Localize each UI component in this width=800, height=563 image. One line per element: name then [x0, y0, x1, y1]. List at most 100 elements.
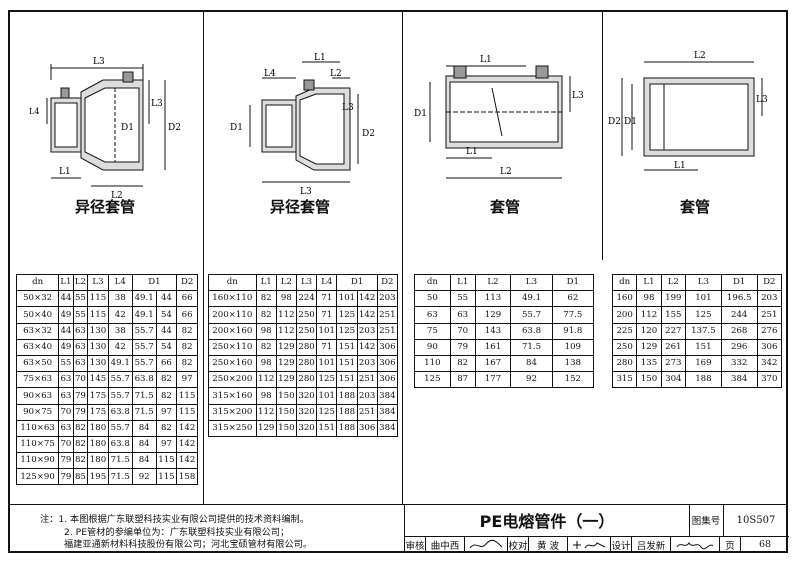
table-cell: 152 — [551, 371, 595, 389]
table-cell: 75 — [414, 322, 451, 340]
table-cell: 44 — [155, 290, 178, 308]
table-cell: 112 — [275, 306, 297, 324]
table-cell: 71 — [316, 290, 338, 308]
table-cell: 315×200 — [208, 403, 257, 421]
table-cell: 250×110 — [208, 338, 257, 356]
table-cell: 101 — [316, 322, 338, 340]
col-header: L1 — [636, 273, 662, 292]
table-cell: 200×160 — [208, 322, 257, 340]
table-cell: 200 — [611, 306, 638, 324]
table-cell: 75×63 — [15, 371, 60, 389]
table-cell: 155 — [660, 306, 686, 324]
table-cell: 63.8 — [510, 322, 553, 340]
table-cell: 304 — [660, 371, 686, 389]
table-cell: 101 — [336, 290, 358, 308]
caption-coupler-2: 套管 — [679, 198, 710, 216]
dim-label-d2: D2 — [608, 117, 621, 127]
table-cell: 90×75 — [15, 403, 60, 421]
page-label: 页 — [720, 536, 741, 553]
table-cell: 125 — [316, 371, 338, 389]
table-cell: 113 — [474, 290, 512, 308]
notes-label: 注： — [40, 514, 59, 525]
table-cell: 280 — [295, 338, 318, 356]
caption-reducer-2: 异径套管 — [269, 198, 330, 216]
col-header: L3 — [510, 273, 553, 292]
table-cell: 55.7 — [131, 338, 157, 356]
table-cell: 49.1 — [107, 354, 133, 373]
table-cell: 71 — [316, 338, 338, 356]
table-cell: 44 — [58, 290, 74, 308]
table-cell: 79 — [72, 387, 89, 405]
column-divider — [602, 10, 603, 260]
table-cell: 101 — [684, 290, 722, 308]
table-cell: 167 — [474, 354, 512, 373]
table-cell: 91.8 — [551, 322, 595, 340]
table-cell: 115 — [87, 306, 109, 324]
col-header: D1 — [336, 273, 378, 292]
table-cell: 306 — [756, 338, 783, 356]
table-cell: 251 — [356, 371, 378, 389]
table-cell: 110×75 — [15, 435, 60, 454]
table-cell: 251 — [376, 322, 399, 340]
table-cell: 150 — [275, 403, 297, 421]
table-cell: 63×50 — [15, 354, 60, 373]
table-cell: 151 — [336, 371, 358, 389]
table-cell: 306 — [376, 371, 399, 389]
table-cell: 71.5 — [107, 468, 133, 486]
table-cell: 125 — [684, 306, 722, 324]
table-cell: 280 — [295, 354, 318, 373]
table-cell: 315×250 — [208, 419, 257, 437]
table-cell: 63 — [72, 338, 89, 356]
col-header: D1 — [551, 273, 595, 292]
table-cell: 125 — [414, 371, 451, 389]
table-cell: 195 — [87, 468, 109, 486]
table-cell: 203 — [356, 354, 378, 373]
table-cell: 70 — [58, 435, 74, 454]
table-cell: 315×160 — [208, 387, 257, 405]
table-cell: 90×63 — [15, 387, 60, 405]
col-header: L3 — [295, 273, 318, 292]
dim-label-d1: D1 — [414, 109, 427, 119]
table-cell: 82 — [255, 290, 277, 308]
col-header: L2 — [474, 273, 512, 292]
table-cell: 200×110 — [208, 306, 257, 324]
atlas-label: 图集号 — [689, 504, 724, 537]
table-cell: 109 — [551, 338, 595, 356]
col-header: L3 — [684, 273, 722, 292]
col-header: dn — [15, 273, 60, 292]
dim-label-l2: L2 — [694, 51, 706, 61]
table-header: dn L1 L2 L3 L4 D1 D2 — [15, 273, 198, 292]
table-cell: 268 — [720, 322, 758, 340]
table-cell: 142 — [176, 419, 198, 437]
table-cell: 84 — [131, 435, 157, 454]
note-line-2: 2. PE管材的参编单位为：广东联塑科技实业有限公司； — [64, 526, 290, 538]
col-header: D2 — [176, 273, 198, 292]
table-cell: 97 — [176, 371, 198, 389]
table-cell: 180 — [87, 419, 109, 437]
table-cell: 158 — [176, 468, 198, 486]
table-cell: 115 — [87, 290, 109, 308]
designer-name: 吕发新 — [632, 536, 671, 553]
dim-label-l3: L3 — [756, 95, 768, 105]
table-cell: 63×32 — [15, 322, 60, 340]
table-cell: 125 — [336, 306, 358, 324]
table-cell: 125×90 — [15, 468, 60, 486]
col-header: D2 — [376, 273, 399, 292]
dim-label-l4: L4 — [264, 69, 276, 79]
table-cell: 82 — [155, 371, 178, 389]
table-cell: 161 — [474, 338, 512, 356]
table-cell: 70 — [58, 403, 74, 421]
col-header: L4 — [107, 273, 133, 292]
table-cell: 98 — [255, 387, 277, 405]
